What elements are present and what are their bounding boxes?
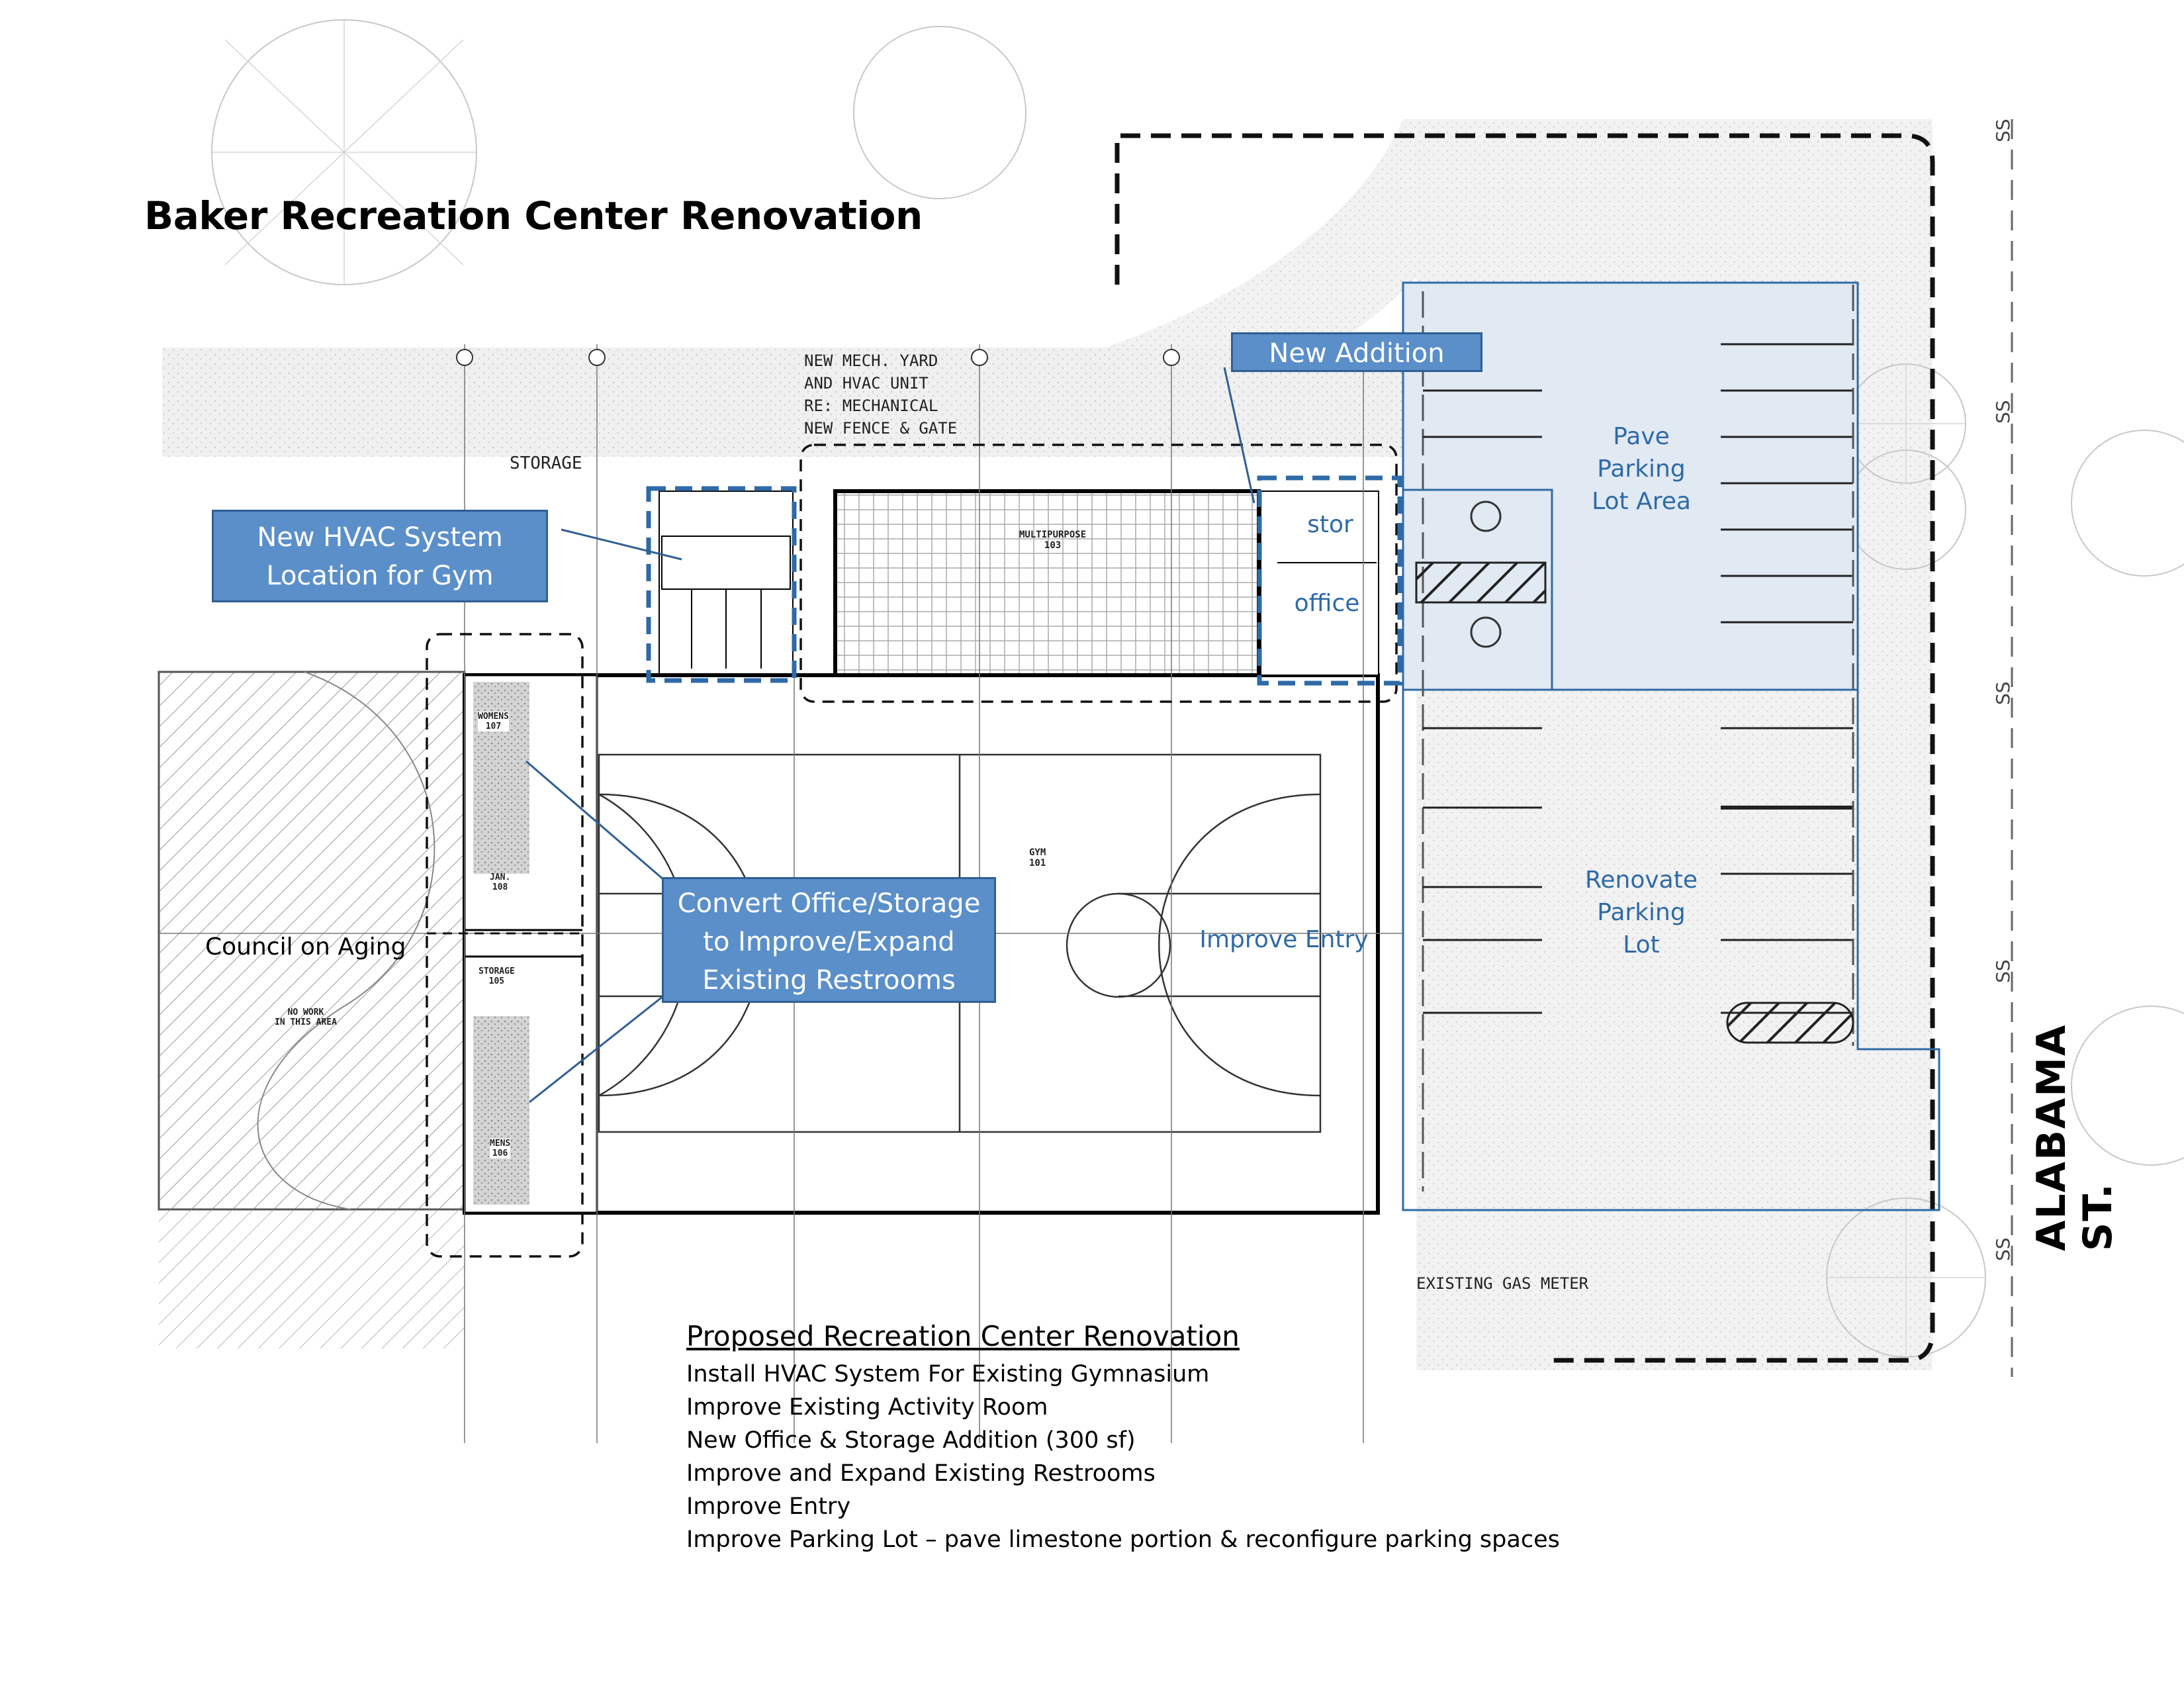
jan-number: 108: [492, 882, 508, 892]
street-name: ALABAMA ST.: [2028, 1023, 2121, 1251]
pave-line2: Parking: [1597, 455, 1686, 483]
womens-number: 107: [485, 722, 502, 731]
storage-top-label: STORAGE: [510, 453, 582, 473]
new-addition-callout: New Addition: [1231, 332, 1482, 372]
mech-yard-note: NEW MECH. YARD AND HVAC UNIT RE: MECHANI…: [804, 350, 957, 440]
mens-number: 106: [492, 1149, 508, 1158]
pave-line3: Lot Area: [1592, 488, 1691, 515]
jan-label: JAN. 108: [490, 872, 510, 892]
gym-number: 101: [1029, 858, 1046, 868]
mens-label: MENS 106: [490, 1139, 511, 1158]
stor-label: stor: [1307, 511, 1353, 538]
gas-meter-label: EXISTING GAS METER: [1416, 1274, 1589, 1293]
restroom-callout: Convert Office/Storage to Improve/Expand…: [662, 877, 996, 1003]
multipurpose-name: MULTIPURPOSE: [1019, 530, 1087, 540]
renovation-notes: Proposed Recreation Center Renovation In…: [686, 1320, 1560, 1556]
multipurpose-label: MULTIPURPOSE 103: [1019, 530, 1086, 551]
renovate-line1: Renovate: [1584, 867, 1698, 894]
council-on-aging-label: Council on Aging: [205, 933, 406, 961]
multipurpose-room: [833, 489, 1261, 677]
notes-heading: Proposed Recreation Center Renovation: [686, 1320, 1240, 1352]
storage-mid-name: STORAGE: [478, 966, 515, 976]
mens-name: MENS: [490, 1139, 511, 1149]
notes-item: Improve Parking Lot – pave limestone por…: [686, 1526, 1560, 1553]
pave-line1: Pave: [1613, 423, 1670, 450]
office-label: office: [1294, 590, 1360, 617]
mech-yard-line1: NEW MECH. YARD: [804, 352, 938, 370]
notes-item: Improve Entry: [686, 1493, 851, 1520]
no-work-line1: NO WORK: [287, 1008, 324, 1017]
page-title: Baker Recreation Center Renovation: [144, 193, 923, 238]
site-boundary-dashed: [1115, 133, 1935, 1363]
no-work-line2: IN THIS AREA: [275, 1017, 337, 1027]
mech-yard-line3: RE: MECHANICAL: [804, 397, 938, 415]
jan-name: JAN.: [490, 872, 511, 882]
no-work-label: NO WORK IN THIS AREA: [275, 1008, 337, 1027]
improve-entry-label: Improve Entry: [1199, 926, 1369, 953]
mech-yard-line2: AND HVAC UNIT: [804, 374, 929, 393]
hvac-callout: New HVAC System Location for Gym: [212, 510, 548, 602]
restroom-label-line3: Existing Restrooms: [702, 965, 956, 996]
council-area: [158, 671, 466, 1211]
storage-mid-label: STORAGE 105: [478, 966, 515, 986]
notes-item: Improve and Expand Existing Restrooms: [686, 1460, 1156, 1487]
womens-label: WOMENS 107: [478, 712, 509, 731]
ss-marker-4: SS: [1992, 959, 2014, 983]
renovate-parking-area: [1402, 688, 1940, 1211]
ss-marker-5: SS: [1992, 1237, 2014, 1261]
renovate-parking-label: Renovate Parking Lot: [1569, 864, 1714, 961]
new-addition-label: New Addition: [1269, 338, 1445, 369]
ss-marker-2: SS: [1992, 400, 2014, 424]
notes-item: New Office & Storage Addition (300 sf): [686, 1427, 1136, 1454]
pave-parking-label: Pave Parking Lot Area: [1575, 420, 1707, 518]
hvac-label-line1: New HVAC System: [257, 522, 503, 553]
addition-rooms: [1260, 491, 1379, 676]
notes-item: Improve Existing Activity Room: [686, 1394, 1048, 1421]
gym-name: GYM: [1029, 847, 1046, 858]
hvac-label-line2: Location for Gym: [266, 561, 494, 591]
storage-mid-number: 105: [488, 976, 505, 986]
renovate-line2: Parking: [1597, 899, 1686, 926]
gym-label: GYM 101: [1029, 847, 1046, 868]
renovate-line3: Lot: [1623, 931, 1660, 959]
ss-marker-3: SS: [1992, 681, 2014, 705]
mech-yard-line4: NEW FENCE & GATE: [804, 419, 958, 438]
notes-item: Install HVAC System For Existing Gymnasi…: [686, 1361, 1210, 1387]
ss-marker-1: SS: [1992, 118, 2014, 142]
womens-name: WOMENS: [478, 712, 509, 722]
leader-lines: [525, 367, 1255, 1103]
hatched-island-lower: [1726, 1002, 1854, 1044]
accessible-parking-icons: [1470, 500, 1502, 648]
hatched-island: [1415, 561, 1547, 604]
restroom-label-line2: to Improve/Expand: [703, 927, 955, 957]
multipurpose-number: 103: [1044, 540, 1062, 551]
restroom-label-line1: Convert Office/Storage: [677, 888, 981, 919]
